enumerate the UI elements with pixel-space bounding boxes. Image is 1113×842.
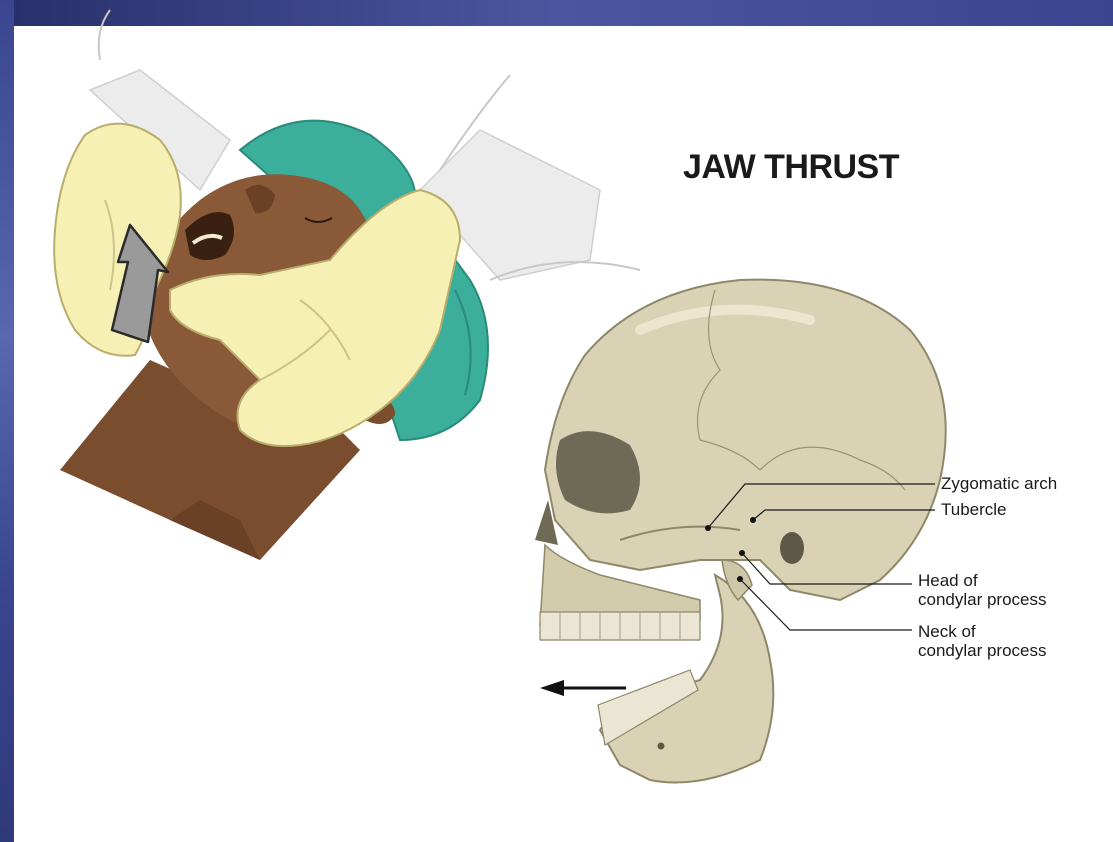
skull-illustration xyxy=(535,280,946,783)
label-head-line1: Head of xyxy=(918,571,1047,590)
label-neck-line1: Neck of xyxy=(918,622,1047,641)
label-zygomatic-arch: Zygomatic arch xyxy=(941,474,1057,493)
label-neck-line2: condylar process xyxy=(918,641,1047,660)
skull-orbit xyxy=(556,431,640,513)
label-tubercle: Tubercle xyxy=(941,500,1007,519)
diagram-title: JAW THRUST xyxy=(683,148,899,187)
label-head-condylar-process: Head of condylar process xyxy=(918,571,1047,609)
label-head-line2: condylar process xyxy=(918,590,1047,609)
forward-arrow-icon xyxy=(540,680,626,696)
skull-ear-canal xyxy=(780,532,804,564)
label-neck-condylar-process: Neck of condylar process xyxy=(918,622,1047,660)
